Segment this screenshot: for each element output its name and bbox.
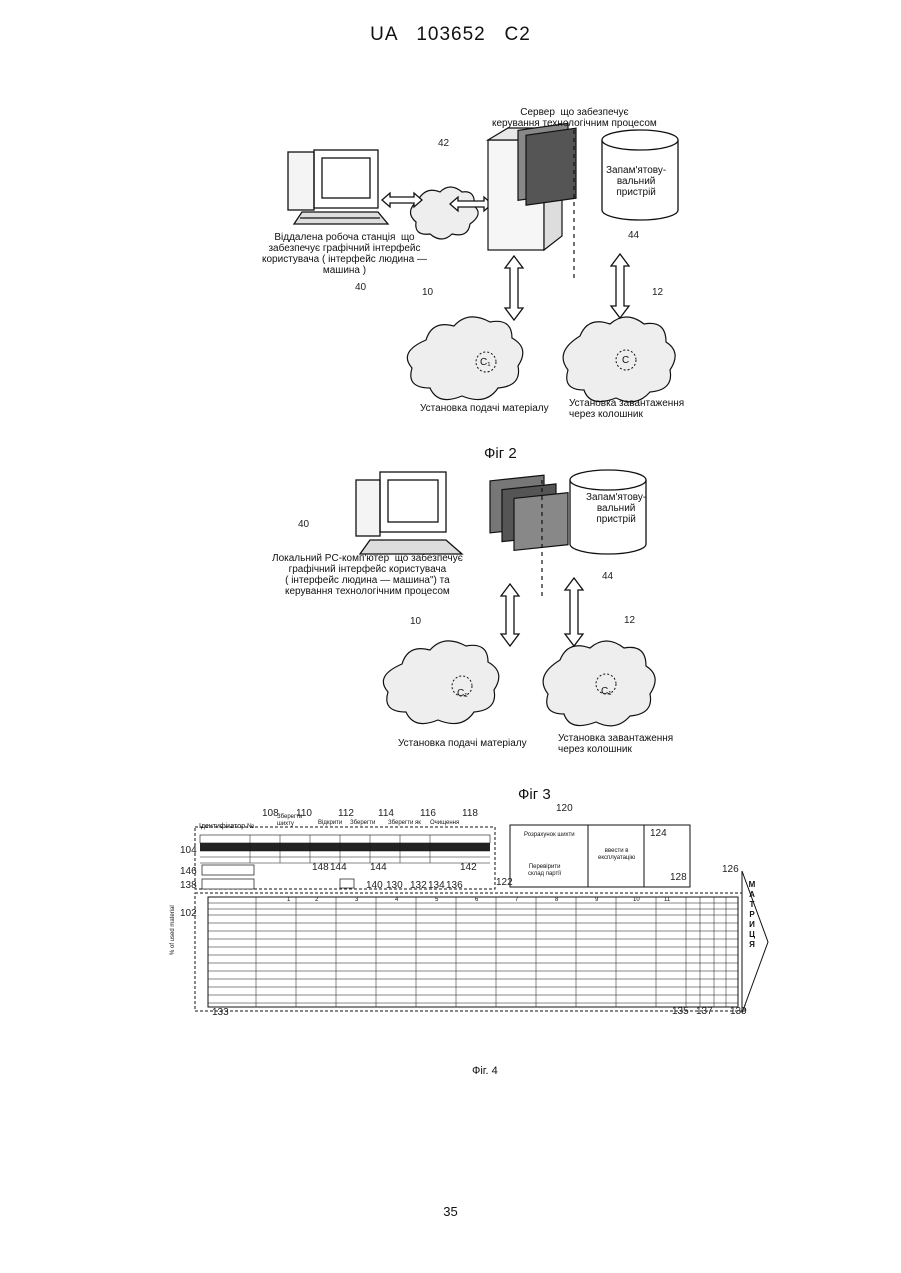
local-pc-icon xyxy=(356,472,462,554)
matrix-letter: А xyxy=(746,890,758,900)
fig3-feed-unit-cloud-icon xyxy=(383,641,498,724)
matrix-letter: И xyxy=(746,920,758,930)
ref-132: 132 xyxy=(410,880,427,891)
fig4-caption: Фіг. 4 xyxy=(472,1065,498,1077)
fig2-unit-right-label: Установка завантаження через колошник xyxy=(569,398,684,420)
fig2-ref-10: 10 xyxy=(422,287,433,298)
fig4-save-as-button-label: Зберегти як xyxy=(388,820,421,827)
fig2-ref-12: 12 xyxy=(652,287,663,298)
ref-112: 112 xyxy=(338,808,354,819)
fig3-cloud-right-code: C₁ xyxy=(601,686,612,697)
fig3-storage-label: Запам'ятову- вальний пристрій xyxy=(586,492,646,525)
ref-104: 104 xyxy=(180,845,197,856)
ref-144a: 144 xyxy=(330,862,347,873)
fig3-ref-44: 44 xyxy=(602,571,613,582)
matrix-letter: Р xyxy=(746,910,758,920)
fig4-open-button-label: Відкрити xyxy=(318,820,342,827)
col-header: 2 xyxy=(315,897,318,904)
ref-120: 120 xyxy=(556,803,573,814)
fig2-workstation-label: Віддалена робоча станція що забезпечує г… xyxy=(262,232,427,276)
fig3-charging-unit-cloud-icon xyxy=(543,641,655,726)
ref-126: 126 xyxy=(722,864,739,875)
fig2-storage-label: Запам'ятову- вальний пристрій xyxy=(606,165,666,198)
feed-unit-cloud-icon xyxy=(407,317,522,400)
matrix-letter: М xyxy=(746,880,758,890)
ref-146: 146 xyxy=(180,866,197,877)
ref-118: 118 xyxy=(462,808,478,819)
ref-114: 114 xyxy=(378,808,394,819)
ref-116: 116 xyxy=(420,808,436,819)
col-header: 6 xyxy=(475,897,478,904)
ref-130: 130 xyxy=(386,880,403,891)
col-header: 9 xyxy=(595,897,598,904)
fig3-ref-40: 40 xyxy=(298,519,309,530)
col-header: 1 xyxy=(287,897,290,904)
ref-144b: 144 xyxy=(370,862,387,873)
fig3-unit-right-label: Установка завантаження через колошник xyxy=(558,733,673,755)
ref-134: 134 xyxy=(428,880,445,891)
fig2-ref-42: 42 xyxy=(438,138,449,149)
fig2-server-label: Сервер що забезпечує керування технологі… xyxy=(492,107,657,129)
col-header: 3 xyxy=(355,897,358,904)
server-icon xyxy=(488,123,576,280)
fig4-calc-label: Розрахунок шихти xyxy=(524,832,575,839)
matrix-letter: Ц xyxy=(746,930,758,940)
fig3-caption: Фіг 3 xyxy=(518,786,551,803)
fig4-side-label: % of used material xyxy=(170,905,177,955)
ref-135: 135 xyxy=(672,1006,689,1017)
ref-148: 148 xyxy=(312,862,329,873)
fig3-unit-left-label: Установка подачі матеріалу xyxy=(398,738,527,749)
fig2-cloud-right-code: C xyxy=(622,355,629,366)
charging-unit-cloud-icon xyxy=(563,317,675,402)
fig4-clear-button-label: Очищення xyxy=(430,820,459,827)
col-header: 5 xyxy=(435,897,438,904)
ref-122: 122 xyxy=(496,877,513,888)
controller-board-icon xyxy=(490,475,568,600)
ref-128: 128 xyxy=(670,872,687,883)
fig4-check-label: Перевірити склад партії xyxy=(528,864,561,878)
ref-138: 138 xyxy=(180,880,197,891)
patent-header: UA 103652 C2 xyxy=(0,24,901,46)
ref-136: 136 xyxy=(446,880,463,891)
fig3-pc-label: Локальний PC-комп'ютер що забезпечує гра… xyxy=(272,553,463,597)
fig4-enter-label: ввести в експлуатацію xyxy=(598,848,635,862)
col-header: 4 xyxy=(395,897,398,904)
ref-142: 142 xyxy=(460,862,477,873)
fig4-save-button-label: Зберегти xyxy=(350,820,375,827)
ref-140: 140 xyxy=(366,880,383,891)
fig4-screen-drawing xyxy=(180,805,770,1025)
ref-137: 137 xyxy=(696,1006,713,1017)
col-header: 10 xyxy=(633,897,640,904)
ref-110: 110 xyxy=(296,808,312,819)
col-header: 8 xyxy=(555,897,558,904)
matrix-letter: Т xyxy=(746,900,758,910)
ref-124: 124 xyxy=(650,828,667,839)
fig2-cloud-left-code: C₁ xyxy=(480,357,491,368)
ref-139: 139 xyxy=(730,1006,747,1017)
ref-133: 133 xyxy=(212,1007,229,1018)
col-header: 7 xyxy=(515,897,518,904)
fig3-ref-12: 12 xyxy=(624,615,635,626)
workstation-computer-icon xyxy=(288,150,388,224)
col-header: 11 xyxy=(664,897,670,904)
page-number: 35 xyxy=(0,1204,901,1219)
fig4-matrix-label: М А Т Р И Ц Я xyxy=(746,880,758,950)
fig2-ref-40: 40 xyxy=(355,282,366,293)
fig4-id-label: Ідентифікатор № xyxy=(199,823,255,830)
matrix-letter: Я xyxy=(746,940,758,950)
fig2-ref-44: 44 xyxy=(628,230,639,241)
ref-102: 102 xyxy=(180,908,197,919)
ref-108: 108 xyxy=(262,808,279,819)
fig2-unit-left-label: Установка подачі матеріалу xyxy=(420,403,549,414)
fig3-cloud-left-code: C₁ xyxy=(457,688,468,699)
fig3-ref-10: 10 xyxy=(410,616,421,627)
